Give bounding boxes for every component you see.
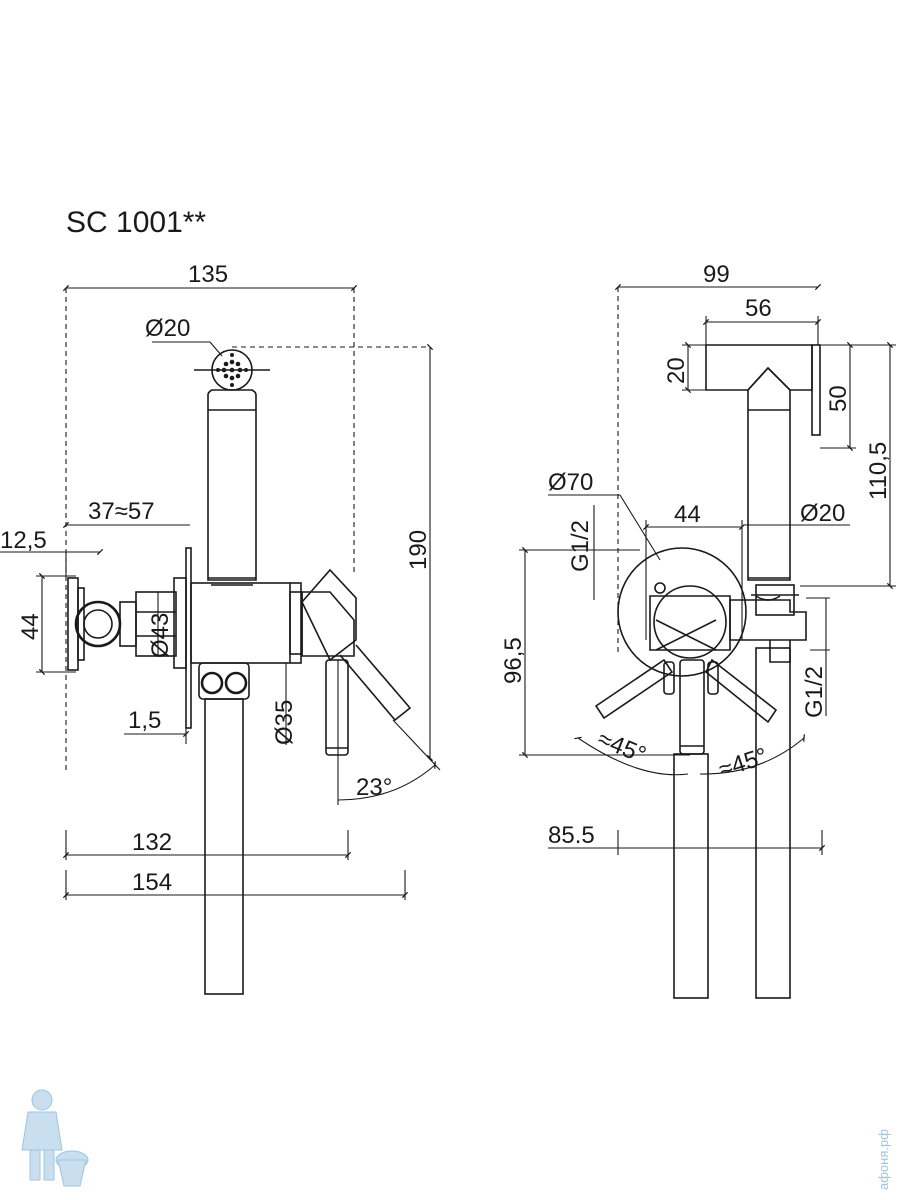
side-view: 135 Ø20: [0, 261, 441, 995]
rosette: [617, 547, 747, 677]
dim-angle-right: ≈45°: [716, 743, 771, 784]
dim-centers-44: 44: [674, 501, 701, 528]
sprayer-trigger: [811, 344, 821, 436]
dim-hose-20: Ø20: [800, 500, 845, 527]
hose-front-right: [755, 647, 791, 999]
sprayer-handle-front: [747, 366, 791, 581]
lever: [325, 659, 349, 756]
dim-width-99: 99: [703, 261, 730, 288]
dim-angle: 23°: [356, 774, 392, 801]
dim-height-96: 96,5: [500, 637, 527, 684]
dim-projection: 37≈57: [88, 498, 155, 525]
dim-plate-thickness: 1,5: [128, 707, 161, 734]
hose-side: [204, 698, 244, 995]
dim-inlet-right: G1/2: [801, 666, 828, 718]
mascot-logo: [21, 1089, 89, 1187]
inlet-fitting: [74, 600, 122, 648]
watermark: афоня.рф: [876, 1129, 891, 1190]
dim-head-20: 20: [663, 357, 690, 384]
front-view: 99 56 20 50 110,5 Ø20: [500, 261, 896, 999]
dim-rosette: Ø70: [548, 469, 593, 496]
dim-length-132: 132: [132, 829, 172, 856]
sprayer-handle: [207, 389, 257, 581]
dim-flange: 12,5: [0, 527, 47, 554]
sprayer-head-front: [705, 344, 813, 391]
dim-head-50: 50: [825, 385, 852, 412]
dim-height: 190: [405, 530, 432, 570]
dim-length-154: 154: [132, 869, 172, 896]
dim-head-diameter: Ø20: [145, 315, 190, 342]
model-title: SC 1001**: [66, 206, 206, 239]
dim-inlet-top: G1/2: [567, 520, 594, 572]
valve-body: [190, 582, 302, 664]
spray-holes: [216, 353, 248, 387]
hose-front-left: [673, 753, 709, 999]
dim-overall-width: 135: [188, 261, 228, 288]
dim-head-56: 56: [745, 295, 772, 322]
dim-height-110: 110,5: [865, 442, 892, 500]
dim-85: 85.5: [548, 822, 595, 849]
hose-holder: [729, 599, 807, 641]
dim-lever-diameter: Ø35: [271, 700, 298, 745]
hose-nut: [198, 662, 250, 700]
dim-body-diameter: Ø43: [147, 613, 174, 658]
dim-height-left: 44: [17, 613, 44, 640]
